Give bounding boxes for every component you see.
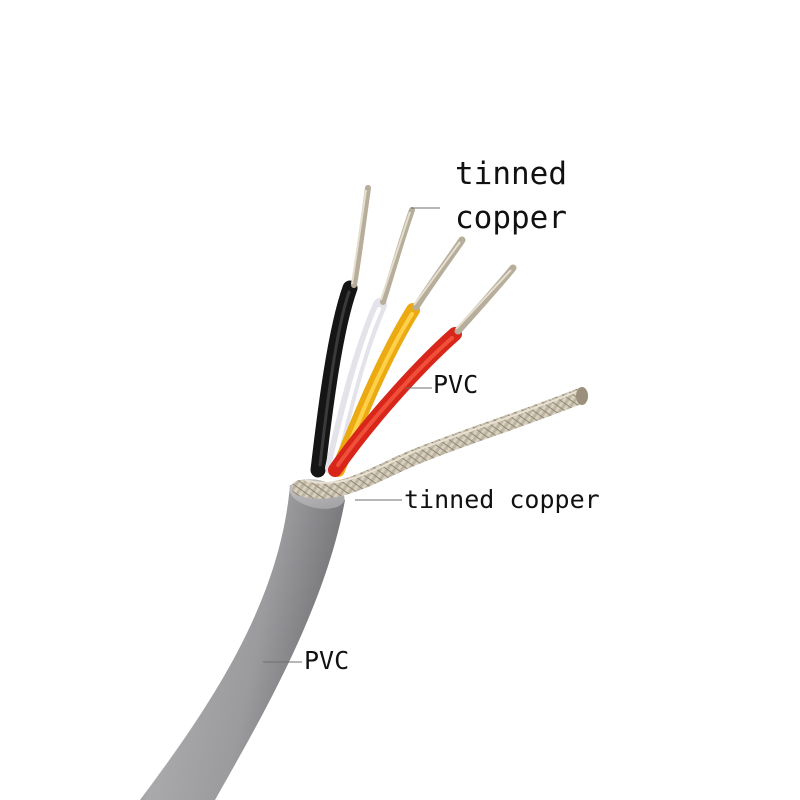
inner-cores <box>310 280 462 478</box>
conductor-label-line1: tinned <box>455 156 567 192</box>
conductor-label: tinned copper <box>455 152 567 240</box>
shield-label: tinned copper <box>404 485 600 514</box>
jacket-label: PVC <box>304 646 350 675</box>
leader-lines <box>263 207 440 663</box>
outer-jacket <box>140 479 345 800</box>
insulation-label: PVC <box>433 370 479 399</box>
core-conductors <box>351 185 517 335</box>
braided-shield <box>292 387 588 499</box>
conductor-label-line2: copper <box>455 200 567 236</box>
